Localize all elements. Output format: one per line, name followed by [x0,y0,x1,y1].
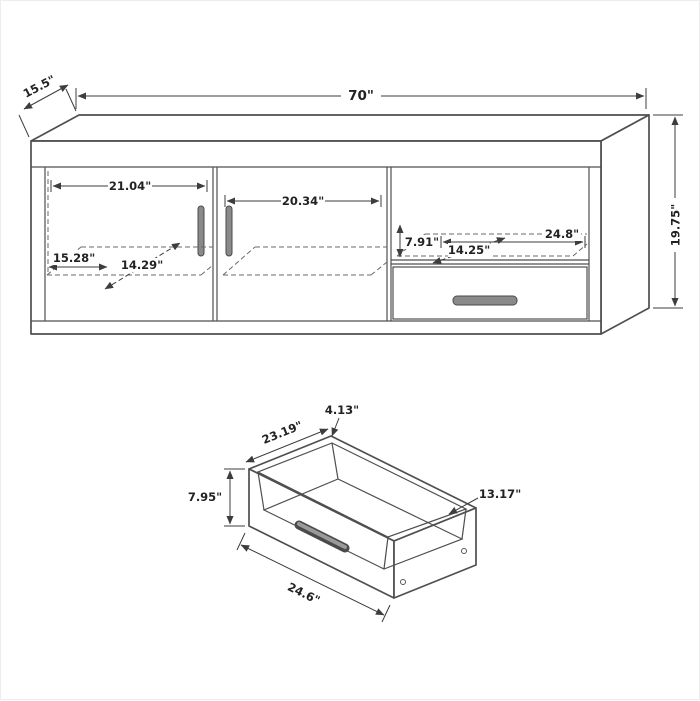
stand-front-face [30,140,602,335]
drawer-drawing [248,435,477,599]
dimension-left-interior-depth: 15.28" [48,251,108,271]
dimension-center-opening-width: 20.34" [224,194,382,208]
dimension-drawer-front-height: 7.95" [187,468,245,527]
dim-label-overall-depth: 15.5" [21,72,58,100]
dim-label-right-opening-height: 7.91" [405,235,439,249]
dimension-overall-height: 19.75" [653,114,683,309]
dim-label-right-opening-width: 24.8" [545,227,579,241]
dimension-left-opening-width: 21.04" [50,179,208,193]
dim-label-overall-width: 70" [348,88,374,104]
screw-hole [461,548,467,554]
dimension-left-interior-diagonal: 14.29" [104,242,181,290]
dimension-drawer-side-depth: 13.17" [448,487,521,515]
dim-label-drawer-interior-width: 23.19" [260,418,305,447]
dim-label-drawer-side-depth: 13.17" [479,487,521,501]
drawer-side-face [393,507,477,599]
tv-stand-drawing [30,114,650,335]
dim-label-left-interior-depth: 15.28" [53,251,95,265]
stand-drawer-handle [452,295,518,306]
center-compartment-interior [222,246,388,276]
dim-label-drawer-front-height: 7.95" [188,490,222,504]
stand-drawer-front [392,266,588,320]
stand-side-face [600,114,650,335]
dimension-right-opening-width: 24.8" [440,227,586,248]
door-handle-right [225,205,233,257]
dim-label-left-interior-diagonal: 14.29" [121,258,163,272]
door-handle-left [197,205,205,257]
dimension-overall-width: 70" [75,87,647,109]
dim-label-overall-height: 19.75" [669,204,683,246]
dim-label-drawer-top-edge: 4.13" [325,403,359,417]
screw-hole [400,579,406,585]
dim-label-center-opening-width: 20.34" [282,194,324,208]
dimension-drawer-top-edge: 4.13" [325,403,359,437]
dim-label-drawer-front-width: 24.6" [285,580,322,608]
stand-top-face [30,114,650,142]
dimension-right-interior-depth: 14.25" [432,237,506,264]
drawer-handle [294,520,350,553]
dim-label-right-interior-depth: 14.25" [448,243,490,257]
dim-label-left-opening-width: 21.04" [109,179,151,193]
dimension-right-opening-height: 7.91" [396,224,439,258]
